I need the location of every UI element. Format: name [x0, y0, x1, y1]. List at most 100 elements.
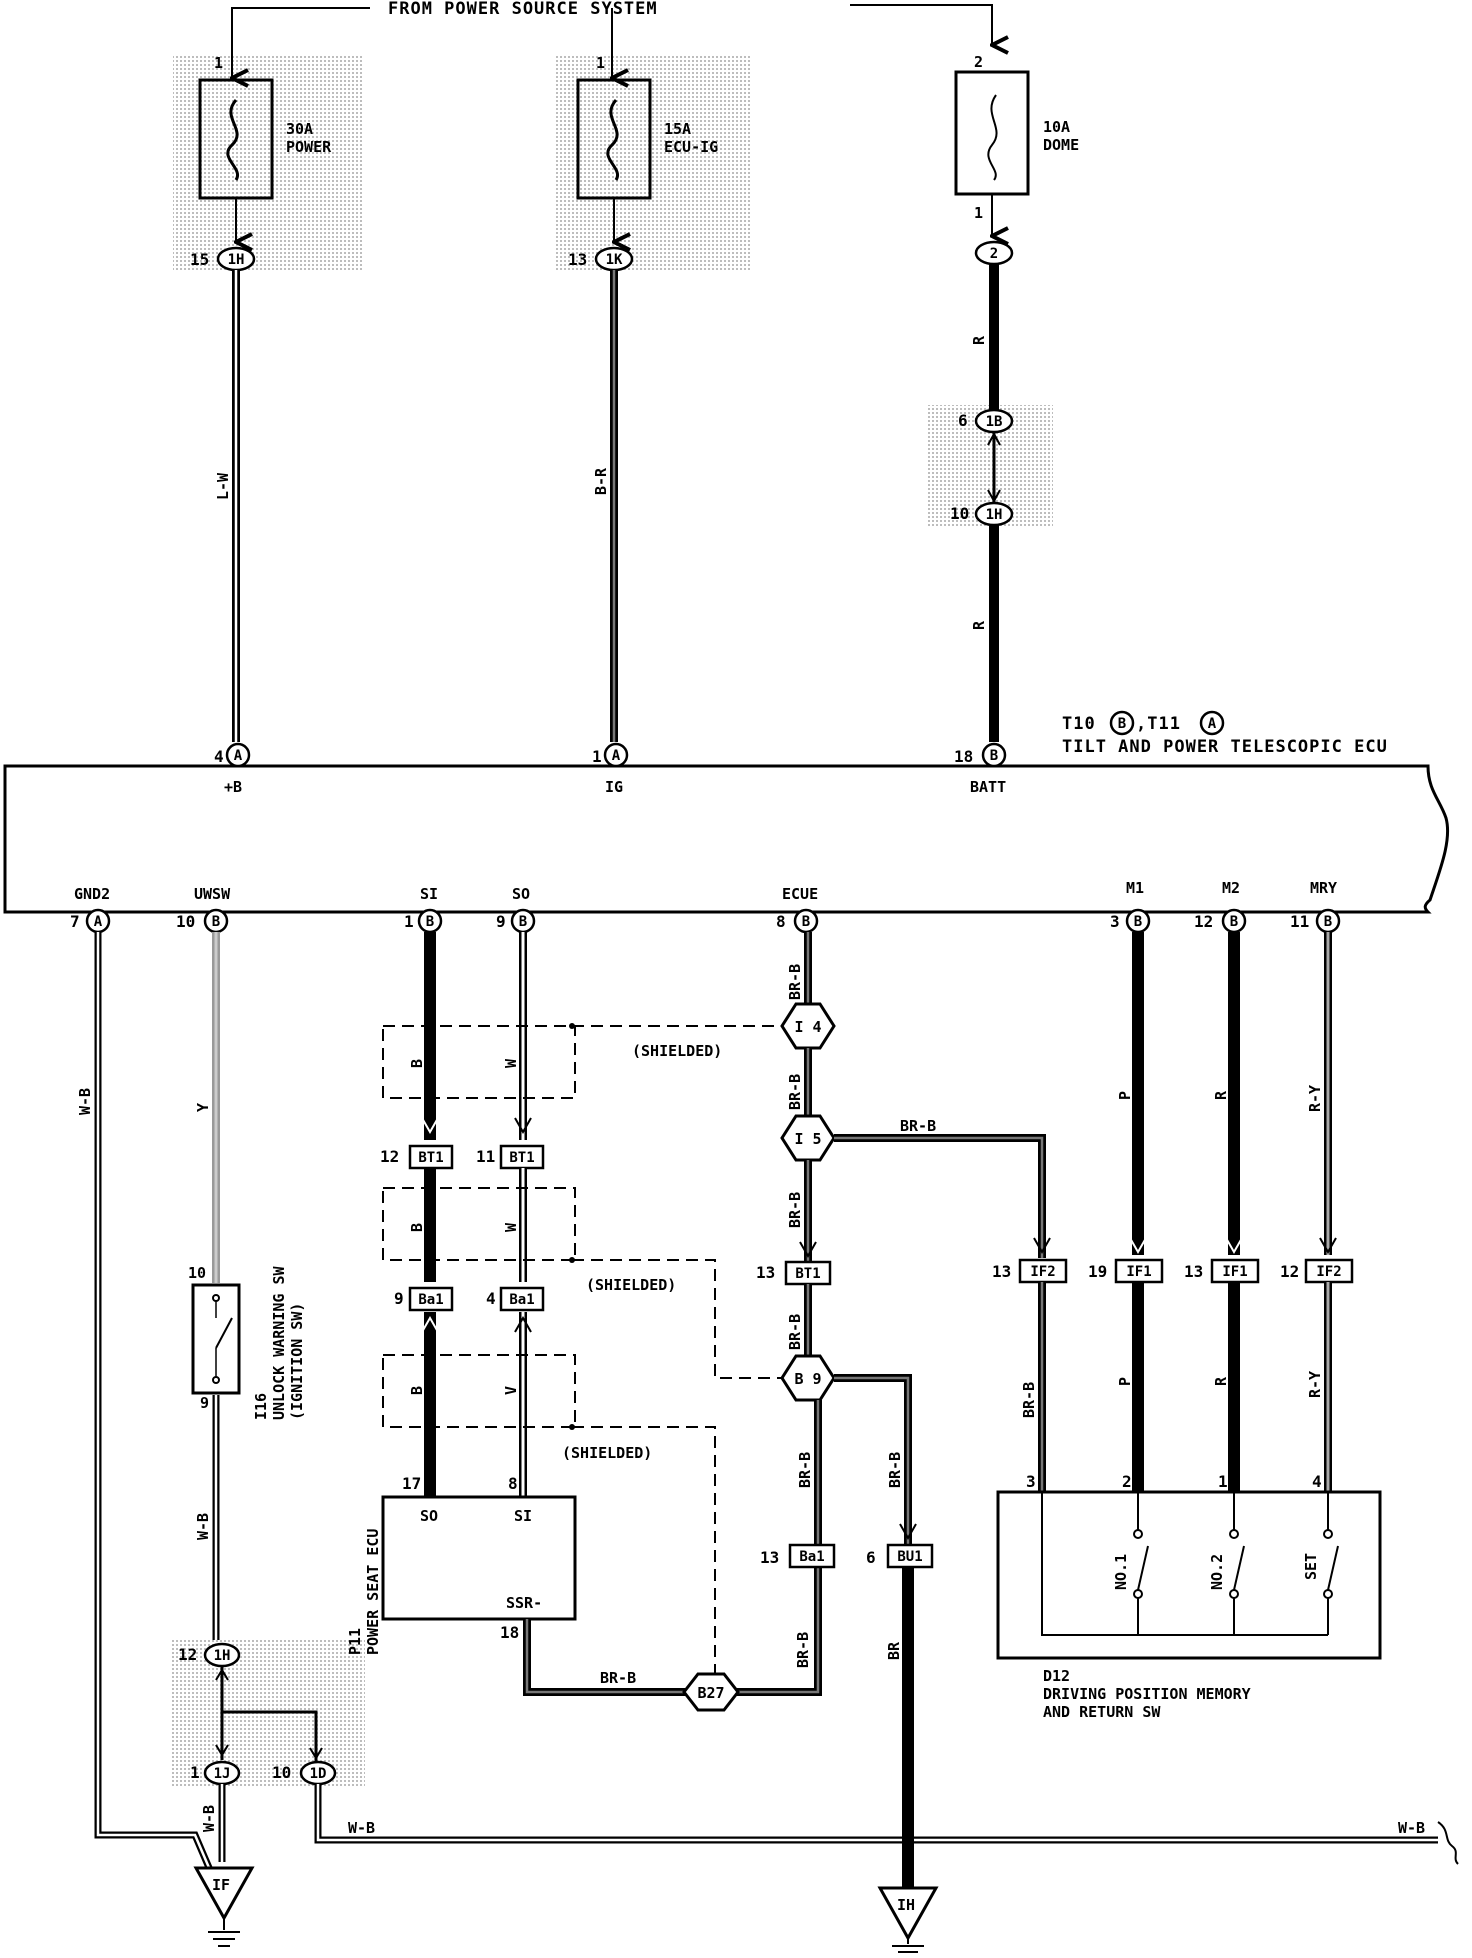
splice-id: B 9: [794, 1370, 821, 1388]
pin-number: 13: [756, 1263, 775, 1282]
pin-number: 12: [1280, 1262, 1299, 1281]
fuse-pin-in: 2: [974, 53, 983, 71]
switch-label: SET: [1302, 1553, 1320, 1580]
pin-label: SI: [420, 885, 438, 903]
pin-number: 3: [1026, 1472, 1036, 1491]
connector-id: BU1: [897, 1549, 922, 1565]
wire-color: BR-B: [786, 1074, 804, 1110]
wire-color: B: [408, 1059, 426, 1068]
switch-name-sub: (IGNITION SW): [288, 1303, 306, 1420]
connector-id: Ba1: [509, 1292, 534, 1308]
pin-number: 6: [958, 411, 968, 430]
fuse-name: ECU-IG: [664, 138, 718, 156]
pin-number: 6: [866, 1548, 876, 1567]
pin-number: 4: [214, 747, 224, 766]
pin-number: 13: [1184, 1262, 1203, 1281]
connector-id: BT1: [509, 1150, 534, 1166]
connector-id: Ba1: [799, 1549, 824, 1565]
pin-number: 8: [508, 1474, 518, 1493]
connector-if2: 12 IF2: [1280, 1258, 1354, 1284]
pin-number: 19: [1088, 1262, 1107, 1281]
fuse-pin-in: 1: [596, 54, 605, 72]
ecu-bottom-pin: M1 3 B: [1110, 879, 1151, 934]
pin-number: 4: [1312, 1472, 1322, 1491]
ecu-bottom-pin: ECUE 8 B: [776, 885, 819, 934]
wire-color: B: [408, 1386, 426, 1395]
wire-color: Y: [194, 1103, 212, 1112]
ecu-bottom-pin: UWSW 10 B: [176, 885, 231, 934]
ground-if: IF: [193, 1866, 255, 1947]
pin-number: 13: [992, 1262, 1011, 1281]
pin-conn: A: [94, 914, 103, 930]
pin-conn: B: [426, 914, 434, 930]
pin-label: GND2: [74, 885, 110, 903]
connector-id: 1H: [986, 507, 1003, 523]
ecu-top-pin: 1 A IG: [592, 742, 629, 796]
switch-id: I16: [252, 1393, 270, 1420]
connector-id: BT1: [418, 1150, 443, 1166]
pin-conn: A: [234, 748, 243, 764]
junction-block-shade: [555, 55, 750, 270]
pin-label: M1: [1126, 879, 1144, 897]
pin-conn: B: [802, 914, 810, 930]
pin-label: SO: [512, 885, 530, 903]
pin-conn: B: [212, 914, 220, 930]
fuse-name: POWER: [286, 138, 332, 156]
connector-bt1: 12 BT1: [380, 1144, 454, 1170]
pin-number: 2: [1122, 1472, 1132, 1491]
pin-number: 10: [950, 504, 969, 523]
fuse-ecu-ig: 1 15A ECU-IG 13 1K: [568, 54, 718, 272]
ecu-bottom-pin: SI 1 B: [404, 885, 443, 934]
pin-number: 10: [188, 1264, 206, 1282]
pin-label: MRY: [1310, 879, 1337, 897]
pin-number: 12: [178, 1645, 197, 1664]
shielded-label: (SHIELDED): [586, 1276, 676, 1294]
wire-color: BR-B: [600, 1669, 636, 1687]
splice-b27: B27: [682, 1672, 740, 1712]
fuse-amp: 30A: [286, 120, 313, 138]
wire-color: BR-B: [786, 1314, 804, 1350]
connector-id: IF2: [1030, 1264, 1055, 1280]
pin-number: 11: [476, 1147, 495, 1166]
fuse-amp: 10A: [1043, 118, 1070, 136]
pin-label: UWSW: [194, 885, 231, 903]
wire-color: R: [970, 620, 988, 630]
wire-color: B: [408, 1223, 426, 1232]
pin-number: 3: [1110, 912, 1120, 931]
power-seat-ecu: 17 8 SO SI SSR- 18 P11 POWER SEAT ECU: [346, 1474, 577, 1655]
ecu-id-b: B: [1118, 716, 1126, 732]
fuse-dome: 2 10A DOME 1 2: [954, 53, 1079, 266]
pin-number: 13: [760, 1548, 779, 1567]
connector-id: 1H: [214, 1648, 231, 1664]
pin-label: ECUE: [782, 885, 818, 903]
pin-number: 7: [70, 912, 80, 931]
connector-if1: 13 IF1: [1184, 1258, 1260, 1284]
wire-color: W-B: [200, 1805, 218, 1832]
splice-id: I 5: [794, 1130, 821, 1148]
pin-conn: A: [612, 748, 621, 764]
connector-id: 1B: [986, 414, 1003, 430]
pin-number: 18: [954, 747, 973, 766]
wire-color: W: [502, 1222, 520, 1232]
wire-color: W-B: [348, 1819, 375, 1837]
pin-number: 12: [1194, 912, 1213, 931]
connector-id: IF2: [1316, 1264, 1341, 1280]
ground-id: IF: [212, 1876, 230, 1894]
pin-label: +B: [224, 778, 242, 796]
seat-ecu-si: SI: [514, 1507, 532, 1525]
ecu-bottom-pin: GND2 7 A: [70, 885, 111, 934]
connector-id: 1H: [228, 252, 245, 268]
pin-number: 1: [190, 1763, 200, 1782]
seat-ecu-id: P11: [346, 1628, 364, 1655]
wire-color: R-Y: [1306, 1371, 1324, 1398]
pin-number: 4: [486, 1289, 496, 1308]
connector-id: 1K: [606, 252, 623, 268]
memory-switch-name-sub: AND RETURN SW: [1043, 1703, 1161, 1721]
pin-conn: B: [990, 748, 998, 764]
pin-number: 9: [394, 1289, 404, 1308]
pin-number: 18: [500, 1623, 519, 1642]
fuse-amp: 15A: [664, 120, 691, 138]
pin-number: 10: [272, 1763, 291, 1782]
wire-color: V: [502, 1386, 520, 1395]
